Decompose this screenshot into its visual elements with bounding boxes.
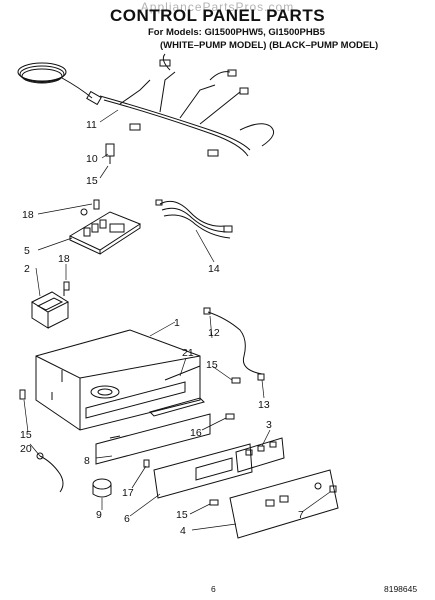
power-cord-coil xyxy=(17,62,102,106)
control-panel-6 xyxy=(153,443,253,499)
callout-12: 12 xyxy=(208,327,220,339)
callout-15-right: 15 xyxy=(206,359,218,371)
callout-17: 17 xyxy=(122,487,134,499)
callout-8: 8 xyxy=(84,455,90,467)
knob-9 xyxy=(92,478,112,498)
callout-7: 7 xyxy=(298,509,304,521)
callout-2: 2 xyxy=(24,263,30,275)
callout-10: 10 xyxy=(86,153,98,165)
callout-14: 14 xyxy=(208,263,220,275)
page-title: CONTROL PANEL PARTS xyxy=(109,6,326,25)
callout-4: 4 xyxy=(180,525,186,537)
callout-15-top: 15 xyxy=(86,175,98,187)
callout-15-left: 15 xyxy=(20,429,32,441)
bracket-8 xyxy=(95,413,211,465)
callout-5: 5 xyxy=(24,245,30,257)
transformer xyxy=(30,286,70,329)
doc-number: 8198645 xyxy=(384,584,418,594)
callout-3: 3 xyxy=(266,419,272,431)
leader-lines xyxy=(23,109,331,531)
screw-10 xyxy=(105,143,115,164)
callout-1: 1 xyxy=(174,317,180,329)
wire-12 xyxy=(203,307,263,375)
switch-board-3 xyxy=(235,437,285,473)
control-board xyxy=(68,208,142,255)
variants-line: (WHITE–PUMP MODEL) (BLACK–PUMP MODEL) xyxy=(160,40,379,51)
callout-6: 6 xyxy=(124,513,130,525)
wire-harness xyxy=(99,53,275,157)
trim-strip-21 xyxy=(149,397,205,417)
callout-18-top: 18 xyxy=(22,209,34,221)
callout-11: 11 xyxy=(86,119,97,131)
models-line: For Models: GI1500PHW5, GI1500PHB5 xyxy=(148,27,325,38)
page-number: 6 xyxy=(211,584,216,594)
wire-set-14 xyxy=(155,199,233,239)
screws xyxy=(19,199,337,506)
callout-labels: 11 10 15 18 5 14 18 2 1 12 21 15 13 15 1… xyxy=(20,119,304,537)
callout-15-bottom: 15 xyxy=(176,509,188,521)
callout-20: 20 xyxy=(20,443,32,455)
callout-9: 9 xyxy=(96,509,102,521)
overlay-panel-4 xyxy=(229,469,339,539)
console-housing xyxy=(35,329,201,431)
callout-18-mid: 18 xyxy=(58,253,70,265)
callout-21: 21 xyxy=(182,347,194,359)
callout-13: 13 xyxy=(258,399,270,411)
callout-16: 16 xyxy=(190,427,202,439)
watermark: AppliancePartsPros.com xyxy=(140,0,295,14)
wire-20 xyxy=(36,452,64,493)
